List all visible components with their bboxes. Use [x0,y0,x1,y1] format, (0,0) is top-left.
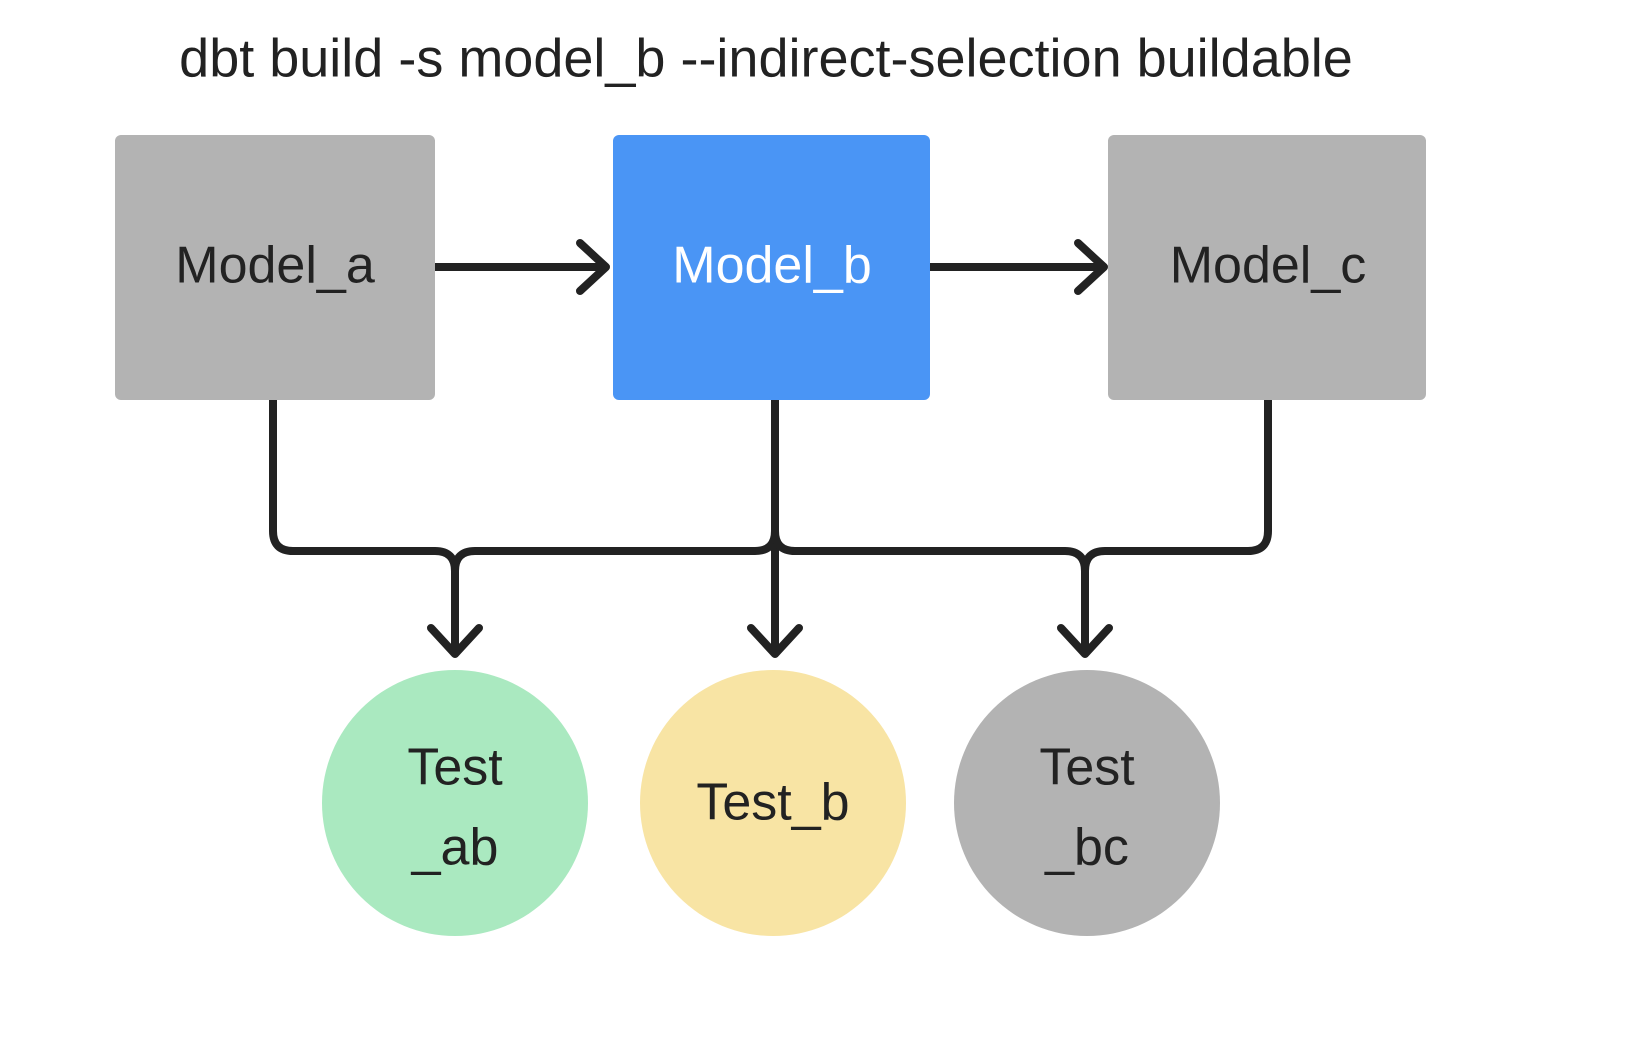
node-test-b[interactable]: Test_b [640,670,906,936]
edge-model-b-to-model-c [926,239,1108,295]
node-model-c-shape[interactable] [1108,135,1426,400]
node-model-c-label: Model_c [1170,237,1367,295]
arrowhead-icon [1074,239,1108,295]
node-test-b-shape[interactable] [640,670,906,936]
edge-model-a-to-test-ab [269,396,459,654]
arrowhead-icon [1057,624,1113,658]
node-test-ab-shape[interactable] [322,670,588,936]
node-model-a-label: Model_a [175,237,375,295]
node-test-ab-label-line2: _ab [411,819,499,877]
node-model-c[interactable]: Model_c [1108,135,1426,400]
node-model-a[interactable]: Model_a [115,135,435,400]
node-test-bc[interactable]: Test _bc [954,670,1220,936]
node-test-ab-label-line1: Test [407,739,503,797]
node-model-b[interactable]: Model_b [613,135,930,400]
arrowhead-icon [427,624,483,658]
arrowhead-icon [747,624,803,658]
edge-model-a-to-model-b [431,239,610,295]
node-test-ab[interactable]: Test _ab [322,670,588,936]
node-test-bc-label-line2: _bc [1044,819,1129,877]
edge-model-c-to-test-bc [1081,396,1272,654]
edge-line [451,396,779,654]
edge-line [771,396,1089,654]
edge-line [1081,396,1272,654]
edge-layer [269,239,1272,658]
node-test-bc-shape[interactable] [954,670,1220,936]
edge-model-b-to-test-bc [771,396,1089,654]
node-model-b-shape[interactable] [613,135,930,400]
node-test-bc-label-line1: Test [1039,739,1135,797]
node-model-b-label: Model_b [672,237,871,295]
node-layer: Model_a Model_b Model_c Test _ab Tes [115,135,1426,936]
edge-line [269,396,459,654]
arrowhead-icon [576,239,610,295]
edge-model-b-to-test-ab [451,396,779,654]
diagram-title: dbt build -s model_b --indirect-selectio… [179,28,1353,88]
node-model-a-shape[interactable] [115,135,435,400]
node-test-b-label-line1: Test_b [696,774,849,832]
